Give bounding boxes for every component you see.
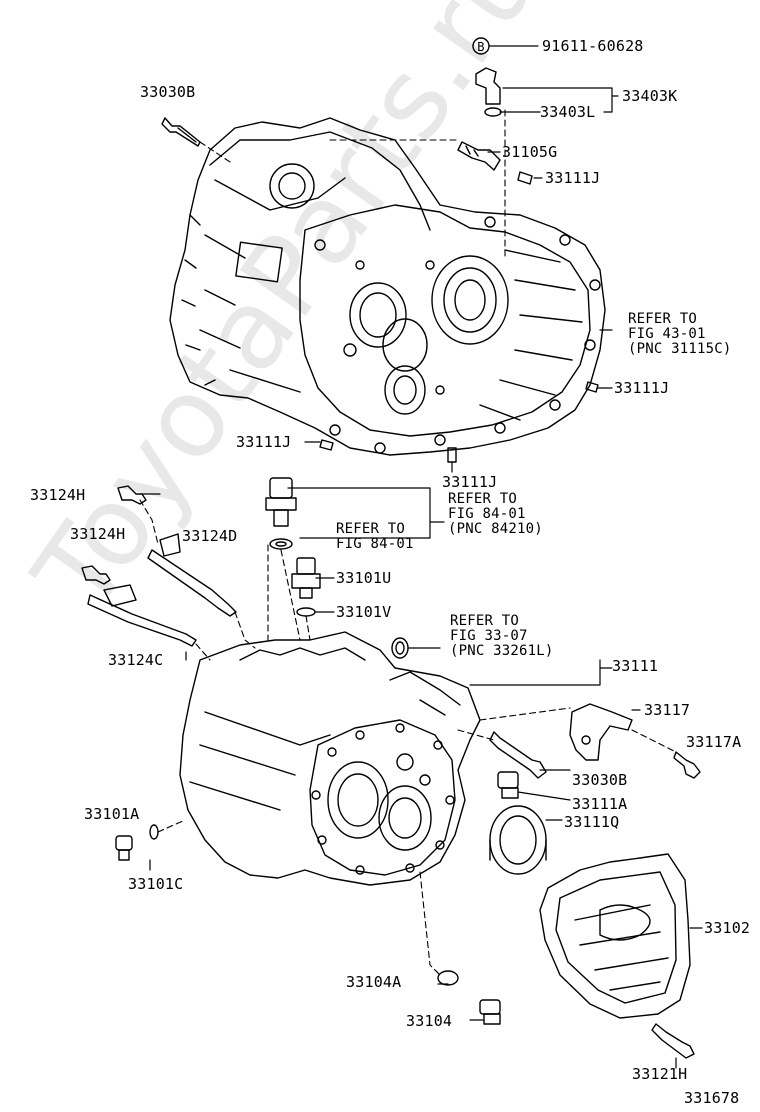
label-33403k[interactable]: 33403K: [622, 87, 678, 105]
label-33111j-b[interactable]: 33111J: [614, 379, 670, 397]
breather-plug[interactable]: [475, 67, 502, 117]
gasket-33101c[interactable]: [149, 824, 159, 840]
label-33121h[interactable]: 33121H: [632, 1065, 688, 1083]
dashed-assembly-lines: [139, 109, 677, 976]
label-33104[interactable]: 33104: [406, 1012, 453, 1030]
label-33111[interactable]: 33111: [612, 657, 659, 675]
label-33101c[interactable]: 33101C: [128, 875, 184, 893]
oil-seal-33111[interactable]: [391, 637, 409, 659]
label-33124d[interactable]: 33124D: [182, 527, 238, 545]
note-refer-43-01: REFER TO FIG 43-01 (PNC 31115C): [628, 312, 732, 357]
note-line: REFER TO: [336, 521, 406, 537]
note-line: (PNC 31115C): [628, 341, 732, 357]
label-33111j-c[interactable]: 33111J: [236, 433, 292, 451]
label-33111a[interactable]: 33111A: [572, 795, 628, 813]
note-line: FIG 43-01: [628, 326, 706, 342]
note-line: REFER TO: [448, 491, 518, 507]
note-line: FIG 84-01: [448, 506, 526, 522]
bolt-33117a[interactable]: [673, 751, 701, 779]
bracket-33124c[interactable]: [87, 584, 197, 647]
label-33101v[interactable]: 33101V: [336, 603, 392, 621]
dowel-pins-33111j[interactable]: [319, 171, 599, 463]
bolt-33124h-upper[interactable]: [117, 485, 147, 505]
label-33111j-d[interactable]: 33111J: [442, 473, 498, 491]
label-33117[interactable]: 33117: [644, 701, 691, 719]
plug-33104[interactable]: [479, 999, 501, 1025]
label-33111j-a[interactable]: 33111J: [545, 169, 601, 187]
transaxle-housing[interactable]: [169, 117, 606, 456]
switch-sensor[interactable]: [265, 477, 297, 550]
label-33124c[interactable]: 33124C: [108, 651, 164, 669]
label-33101a[interactable]: 33101A: [84, 805, 140, 823]
note-refer-33-07: REFER TO FIG 33-07 (PNC 33261L): [450, 614, 554, 659]
plug-33111a[interactable]: [497, 771, 519, 799]
b-symbol-circle: [472, 37, 490, 55]
label-33403l[interactable]: 33403L: [540, 103, 596, 121]
note-refer-84-01-b: REFER TO FIG 84-01: [336, 522, 414, 552]
b-symbol: B: [477, 40, 485, 54]
label-33102[interactable]: 33102: [704, 919, 751, 937]
note-line: (PNC 33261L): [450, 643, 554, 659]
bolt-33124h-lower[interactable]: [81, 565, 111, 585]
note-line: REFER TO: [450, 613, 520, 629]
note-line: FIG 33-07: [450, 628, 528, 644]
stud-31105g[interactable]: [457, 141, 501, 171]
bracket-33124d[interactable]: [147, 533, 237, 617]
plug-33101a[interactable]: [115, 835, 133, 861]
label-33117a[interactable]: 33117A: [686, 733, 742, 751]
label-33111q[interactable]: 33111Q: [564, 813, 620, 831]
label-33124h-a[interactable]: 33124H: [30, 486, 86, 504]
label-33124h-b[interactable]: 33124H: [70, 525, 126, 543]
label-33101u[interactable]: 33101U: [336, 569, 392, 587]
label-91611-60628[interactable]: 91611-60628: [542, 37, 644, 55]
figure-number: 331678: [684, 1089, 740, 1107]
bolt-33030b-lower[interactable]: [489, 731, 547, 779]
bolt-33121h[interactable]: [651, 1023, 695, 1059]
case-cover-33102[interactable]: [539, 853, 691, 1019]
transmission-case[interactable]: [179, 631, 481, 886]
bolt-33030b-top[interactable]: [161, 117, 201, 147]
note-refer-84-01-a: REFER TO FIG 84-01 (PNC 84210): [448, 492, 543, 537]
label-33104a[interactable]: 33104A: [346, 973, 402, 991]
bracket-33117[interactable]: [569, 703, 633, 761]
note-line: FIG 84-01: [336, 536, 414, 552]
seal-33111q[interactable]: [489, 805, 547, 875]
gasket-33101v[interactable]: [296, 607, 316, 617]
label-33030b-lower[interactable]: 33030B: [572, 771, 628, 789]
leader-lines: [141, 45, 703, 1069]
sensor-33101u[interactable]: [291, 557, 321, 599]
label-33030b-top[interactable]: 33030B: [140, 83, 196, 101]
label-31105g[interactable]: 31105G: [502, 143, 558, 161]
note-line: REFER TO: [628, 311, 698, 327]
note-line: (PNC 84210): [448, 521, 543, 537]
gasket-33104a[interactable]: [437, 970, 459, 986]
